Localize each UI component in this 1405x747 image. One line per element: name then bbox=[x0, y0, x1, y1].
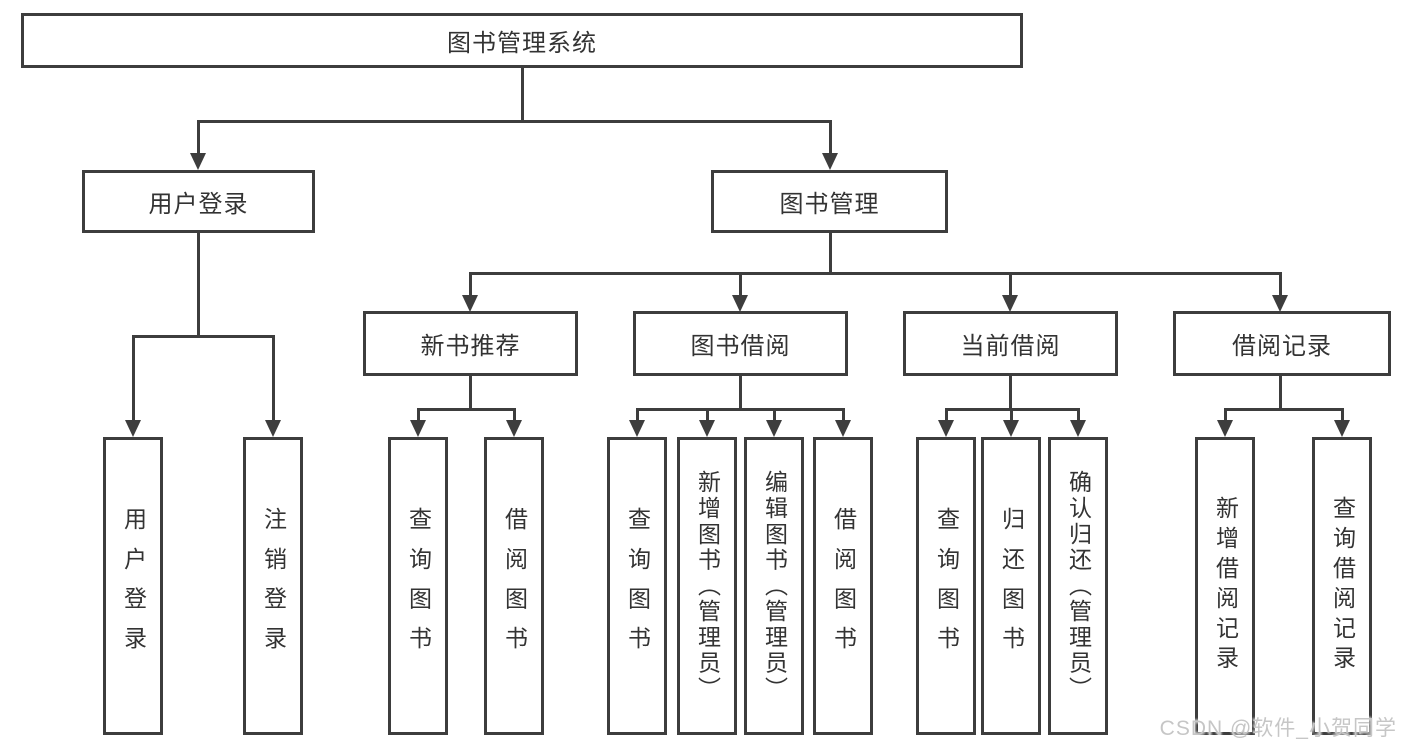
leaf-label: 借阅图书 bbox=[830, 506, 857, 666]
node-new-book-recommendation: 新书推荐 bbox=[363, 311, 578, 376]
arrow-down-icon bbox=[1002, 295, 1018, 312]
connector-bar bbox=[468, 272, 1282, 275]
arrow-down-icon bbox=[699, 420, 715, 437]
node-borrowing-records: 借阅记录 bbox=[1173, 311, 1391, 376]
arrow-down-icon bbox=[265, 420, 281, 437]
connector-drop bbox=[416, 408, 420, 420]
arrow-down-icon bbox=[1217, 420, 1233, 437]
leaf-recommend-borrow-books: 借阅图书 bbox=[484, 437, 544, 735]
leaf-label: 注销登录 bbox=[260, 506, 287, 666]
leaf-borrowing-borrow-books: 借阅图书 bbox=[813, 437, 873, 735]
connector-drop bbox=[1076, 408, 1080, 420]
leaf-current-query-books: 查询图书 bbox=[916, 437, 976, 735]
connector-stem bbox=[828, 232, 832, 272]
leaf-label: 新增借阅记录 bbox=[1212, 496, 1239, 676]
connector-drop bbox=[1008, 272, 1012, 295]
leaf-current-confirm-return-admin: 确认归还（管理员） bbox=[1048, 437, 1108, 735]
connector-drop bbox=[841, 408, 845, 420]
arrow-down-icon bbox=[1272, 295, 1288, 312]
leaf-label: 查询图书 bbox=[624, 506, 651, 666]
leaf-records-add-borrow-record: 新增借阅记录 bbox=[1195, 437, 1255, 735]
arrow-down-icon bbox=[732, 295, 748, 312]
arrow-down-icon bbox=[462, 295, 478, 312]
leaf-records-query-borrow-record: 查询借阅记录 bbox=[1312, 437, 1372, 735]
leaf-label: 编辑图书（管理员） bbox=[761, 470, 788, 702]
node-library-management-system: 图书管理系统 bbox=[21, 13, 1023, 68]
leaf-label: 查询图书 bbox=[405, 506, 432, 666]
leaf-logout: 注销登录 bbox=[243, 437, 303, 735]
connector-stem bbox=[1278, 376, 1282, 408]
leaf-label: 查询借阅记录 bbox=[1329, 496, 1356, 676]
leaf-borrowing-edit-books-admin: 编辑图书（管理员） bbox=[744, 437, 804, 735]
connector-stem bbox=[196, 233, 200, 335]
node-book-borrowing: 图书借阅 bbox=[633, 311, 848, 376]
connector-drop bbox=[1009, 408, 1013, 420]
arrow-down-icon bbox=[1070, 420, 1086, 437]
connector-stem bbox=[1008, 376, 1012, 408]
arrow-down-icon bbox=[410, 420, 426, 437]
leaf-label: 新增图书（管理员） bbox=[694, 470, 721, 702]
arrow-down-icon bbox=[766, 420, 782, 437]
connector-drop bbox=[944, 408, 948, 420]
connector-drop bbox=[512, 408, 516, 420]
connector-drop bbox=[772, 408, 776, 420]
arrow-down-icon bbox=[1334, 420, 1350, 437]
connector-bar bbox=[1223, 408, 1344, 411]
connector-stem bbox=[738, 376, 742, 408]
arrow-down-icon bbox=[1003, 420, 1019, 437]
connector-bar bbox=[196, 120, 832, 123]
connector-drop bbox=[635, 408, 639, 420]
node-book-management: 图书管理 bbox=[711, 170, 948, 233]
connector-drop bbox=[828, 120, 832, 153]
watermark: CSDN @软件_小贺同学 bbox=[1159, 717, 1397, 740]
node-current-borrowing: 当前借阅 bbox=[903, 311, 1118, 376]
connector-drop bbox=[196, 120, 200, 153]
connector-stem bbox=[520, 68, 524, 120]
connector-bar bbox=[635, 408, 845, 411]
leaf-label: 用户登录 bbox=[120, 506, 147, 666]
leaf-label: 查询图书 bbox=[933, 506, 960, 666]
node-user-login: 用户登录 bbox=[82, 170, 315, 233]
leaf-current-return-books: 归还图书 bbox=[981, 437, 1041, 735]
connector-drop bbox=[271, 335, 275, 420]
leaf-borrowing-add-books-admin: 新增图书（管理员） bbox=[677, 437, 737, 735]
connector-drop bbox=[705, 408, 709, 420]
arrow-down-icon bbox=[835, 420, 851, 437]
arrow-down-icon bbox=[506, 420, 522, 437]
arrow-down-icon bbox=[938, 420, 954, 437]
leaf-label: 借阅图书 bbox=[501, 506, 528, 666]
connector-bar bbox=[416, 408, 516, 411]
arrow-down-icon bbox=[822, 153, 838, 170]
connector-drop bbox=[738, 272, 742, 295]
connector-drop bbox=[1223, 408, 1227, 420]
connector-stem bbox=[468, 376, 472, 408]
leaf-borrowing-query-books: 查询图书 bbox=[607, 437, 667, 735]
arrow-down-icon bbox=[125, 420, 141, 437]
connector-drop bbox=[1278, 272, 1282, 295]
connector-drop bbox=[131, 335, 135, 420]
connector-drop bbox=[1340, 408, 1344, 420]
leaf-label: 确认归还（管理员） bbox=[1065, 470, 1092, 702]
arrow-down-icon bbox=[629, 420, 645, 437]
connector-bar bbox=[131, 335, 275, 338]
connector-drop bbox=[468, 272, 472, 295]
arrow-down-icon bbox=[190, 153, 206, 170]
leaf-label: 归还图书 bbox=[998, 506, 1025, 666]
leaf-user-login: 用户登录 bbox=[103, 437, 163, 735]
leaf-recommend-query-books: 查询图书 bbox=[388, 437, 448, 735]
